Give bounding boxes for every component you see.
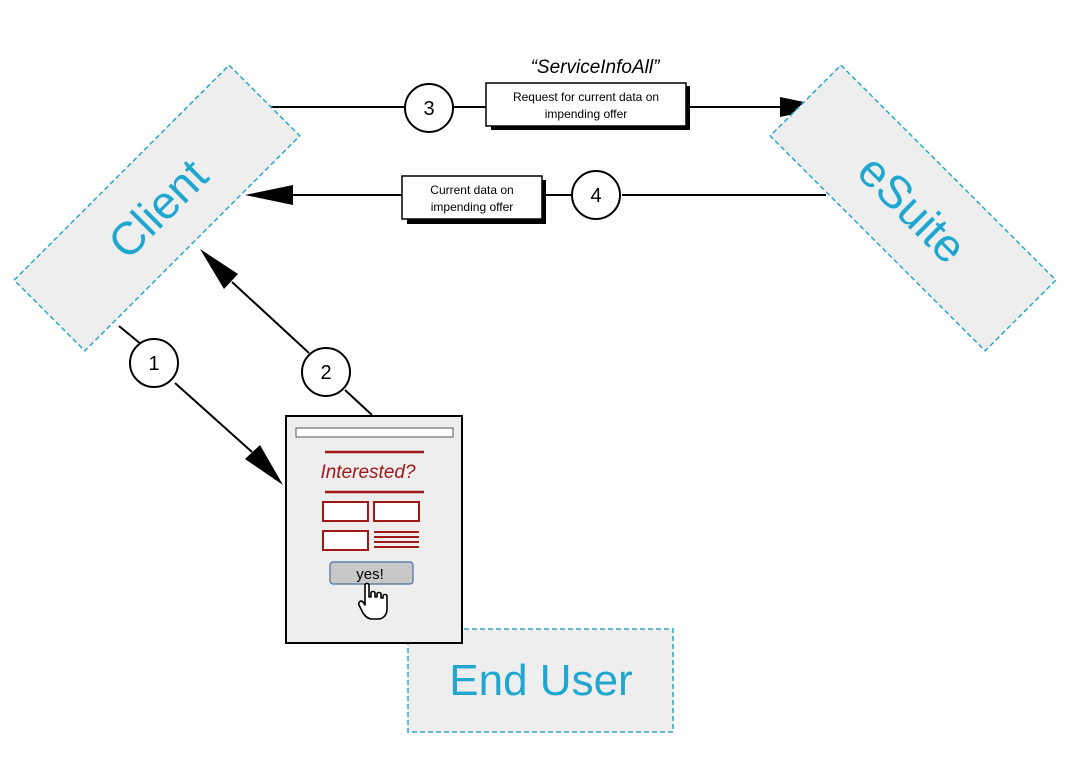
step-4-badge xyxy=(571,170,621,220)
step-3-message-box xyxy=(485,82,687,127)
end-user-box xyxy=(407,628,674,733)
step-3-message-line-1: Request for current data on xyxy=(513,90,659,104)
step-4-message-line-2: impending offer xyxy=(431,200,514,214)
step-4-number: 4 xyxy=(590,185,601,207)
connector-step-2-a xyxy=(344,389,373,416)
esuite-box xyxy=(769,64,1057,352)
offer-yes-button[interactable] xyxy=(329,561,414,585)
step-2-badge xyxy=(301,347,351,397)
step-1-number: 1 xyxy=(148,353,159,375)
connector-step-1-b xyxy=(174,382,253,453)
step-4-message-box xyxy=(401,175,543,220)
end-user-actor: End User xyxy=(407,628,674,733)
offer-form-address-bar xyxy=(295,427,454,438)
end-user-label: End User xyxy=(449,656,632,705)
client-box xyxy=(13,64,301,352)
step-1-badge xyxy=(129,338,179,388)
offer-form-field-2[interactable] xyxy=(373,501,420,522)
step-3-badge xyxy=(404,83,454,133)
arrowhead-step-2 xyxy=(200,249,238,289)
step-4-message: Current data on impending offer xyxy=(401,175,546,224)
offer-yes-button-label: yes! xyxy=(356,566,384,583)
offer-form-window: Interested? yes! xyxy=(285,415,463,644)
step-3-message-line-2: impending offer xyxy=(545,107,628,121)
offer-form-field-1[interactable] xyxy=(322,501,369,522)
arrowhead-step-4 xyxy=(245,185,293,205)
step-3-number: 3 xyxy=(423,98,434,120)
offer-form-title: Interested? xyxy=(320,462,415,483)
step-2-number: 2 xyxy=(320,362,331,384)
api-call-name: “ServiceInfoAll” xyxy=(531,57,661,78)
esuite-actor: eSuite xyxy=(769,64,1057,352)
offer-form-field-3[interactable] xyxy=(322,530,369,551)
step-3-message: Request for current data on impending of… xyxy=(485,82,690,130)
offer-form-text-lines xyxy=(374,531,419,548)
step-4-message-line-1: Current data on xyxy=(430,183,513,197)
connector-step-1-a xyxy=(118,325,143,346)
arrowhead-step-1 xyxy=(245,445,283,485)
connector-step-2-b xyxy=(231,281,310,354)
client-actor: Client xyxy=(13,64,301,352)
hand-pointer-icon xyxy=(358,582,388,620)
